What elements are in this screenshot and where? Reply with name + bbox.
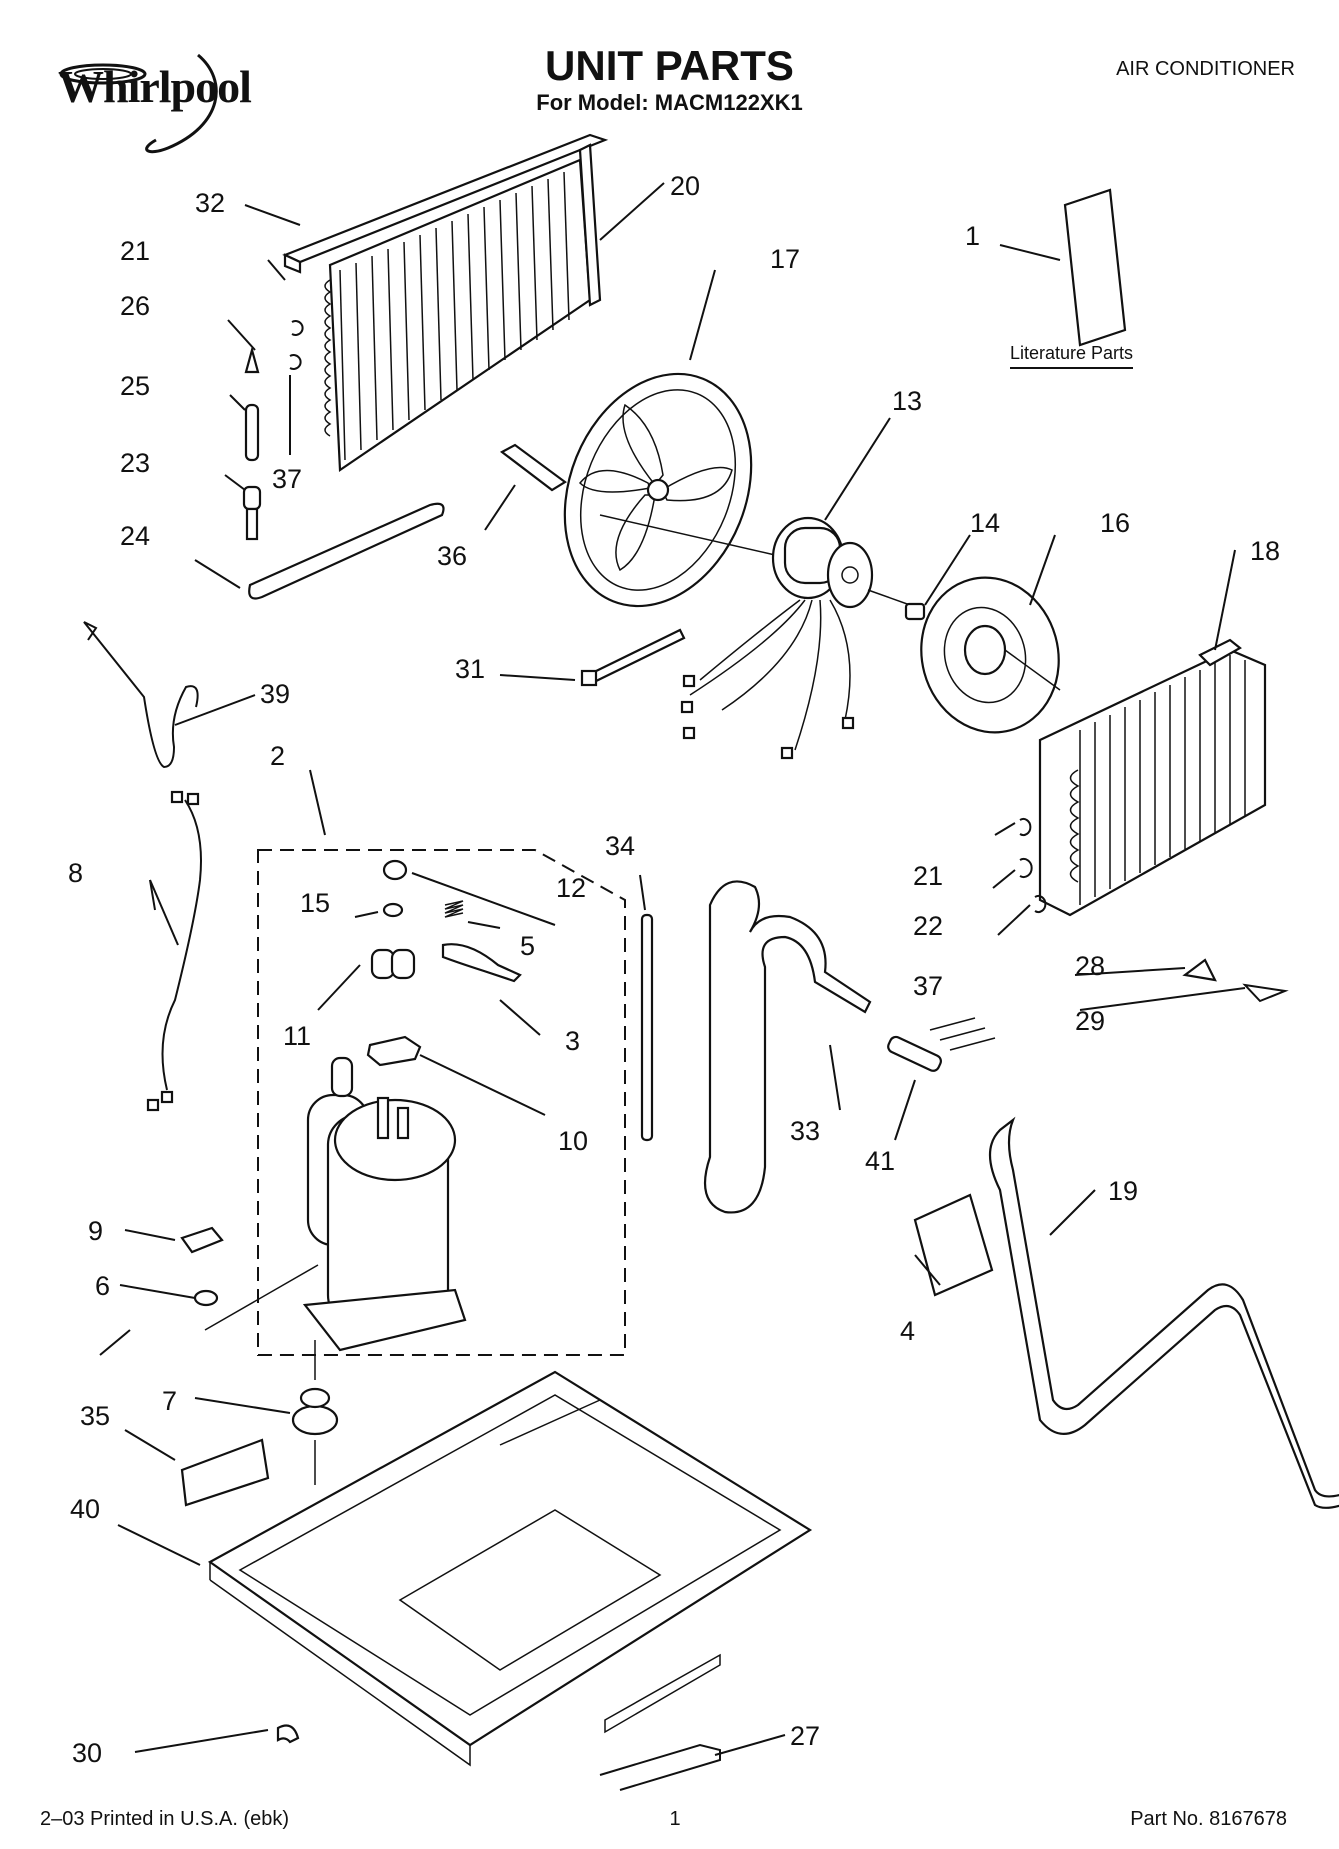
part-13-fan-motor bbox=[599, 514, 911, 760]
part-3-overload bbox=[441, 943, 522, 983]
part-33-tube-assembly bbox=[703, 880, 872, 1214]
callout-labels: 1 2 3 4 5 6 7 8 9 10 11 12 13 14 15 16 1… bbox=[68, 171, 1280, 1768]
part-21-clip bbox=[291, 320, 304, 336]
part-39-wire-bracket bbox=[83, 621, 199, 769]
callout-37-right: 37 bbox=[913, 971, 943, 1001]
part-25-tube bbox=[244, 403, 260, 462]
callout-21: 21 bbox=[120, 236, 150, 266]
part-31-cable-tie bbox=[580, 628, 686, 687]
part-34-tube bbox=[640, 913, 654, 1142]
callout-31: 31 bbox=[455, 654, 485, 684]
callout-37: 37 bbox=[272, 464, 302, 494]
part-36-block bbox=[499, 443, 567, 492]
part-4-filter bbox=[913, 1193, 994, 1297]
callout-9: 9 bbox=[88, 1216, 103, 1246]
part-37-clip bbox=[289, 354, 302, 370]
callout-24: 24 bbox=[120, 521, 150, 551]
callout-41: 41 bbox=[865, 1146, 895, 1176]
callout-16: 16 bbox=[1100, 508, 1130, 538]
part-10-terminal-plate bbox=[366, 1035, 422, 1067]
compressor bbox=[302, 1056, 467, 1352]
callout-23: 23 bbox=[120, 448, 150, 478]
part-17-fan-shroud bbox=[563, 372, 753, 608]
part-23-fitting bbox=[242, 485, 262, 541]
part-27-bracket bbox=[599, 1743, 721, 1791]
callout-19: 19 bbox=[1108, 1176, 1138, 1206]
part-37-clip-right bbox=[1034, 895, 1047, 913]
part-11-protector bbox=[370, 948, 416, 980]
callout-30: 30 bbox=[72, 1738, 102, 1768]
part-2-compressor-group-outline bbox=[257, 849, 626, 1356]
page-number: 1 bbox=[669, 1808, 681, 1830]
model-subtitle: For Model: MACM122XK1 bbox=[536, 90, 803, 115]
callout-34: 34 bbox=[605, 831, 635, 861]
callout-4: 4 bbox=[900, 1316, 915, 1346]
part-7-grommet bbox=[291, 1387, 339, 1436]
part-26-cap bbox=[244, 345, 260, 374]
part-41-fitting bbox=[887, 1017, 996, 1072]
callout-26: 26 bbox=[120, 291, 150, 321]
callout-15: 15 bbox=[300, 888, 330, 918]
print-info: 2–03 Printed in U.S.A. (ebk) bbox=[40, 1808, 290, 1830]
literature-parts-label: Literature Parts bbox=[1010, 343, 1134, 369]
callout-11: 11 bbox=[283, 1021, 311, 1051]
callout-7: 7 bbox=[162, 1386, 177, 1416]
callout-20: 20 bbox=[670, 171, 700, 201]
callout-29: 29 bbox=[1075, 1006, 1105, 1036]
callout-8: 8 bbox=[68, 858, 83, 888]
part-12-grommet bbox=[382, 859, 408, 881]
callout-5: 5 bbox=[520, 931, 535, 961]
callout-21-right: 21 bbox=[913, 861, 943, 891]
part-24-heater-loop bbox=[248, 502, 445, 600]
callout-27: 27 bbox=[790, 1721, 820, 1751]
category-label: AIR CONDITIONER bbox=[1116, 58, 1295, 80]
part-8-harness bbox=[146, 790, 202, 1112]
part-16-blower-wheel bbox=[920, 576, 1061, 734]
callout-6: 6 bbox=[95, 1271, 110, 1301]
callout-25: 25 bbox=[120, 371, 150, 401]
callout-32: 32 bbox=[195, 188, 225, 218]
part-1-literature bbox=[1063, 188, 1127, 347]
logo-swirl-icon bbox=[59, 53, 218, 154]
callout-2: 2 bbox=[270, 741, 285, 771]
callout-35: 35 bbox=[80, 1401, 110, 1431]
whirlpool-logo bbox=[48, 40, 278, 160]
callout-10: 10 bbox=[558, 1126, 588, 1156]
callout-13: 13 bbox=[892, 386, 922, 416]
page-title: UNIT PARTS bbox=[545, 42, 794, 89]
part-number: Part No. 8167678 bbox=[1130, 1808, 1287, 1830]
part-22-clip-right bbox=[1019, 858, 1033, 878]
callout-12: 12 bbox=[556, 873, 586, 903]
part-40-base-pan bbox=[207, 1370, 813, 1767]
part-5-spring bbox=[444, 900, 464, 918]
callout-17: 17 bbox=[770, 244, 800, 274]
part-32-strip bbox=[282, 133, 609, 274]
part-30-clip bbox=[276, 1724, 300, 1744]
part-28-clip bbox=[1182, 958, 1217, 982]
part-18-evaporator-coil bbox=[1038, 638, 1267, 917]
part-35-pad bbox=[180, 1438, 270, 1507]
part-15-washer bbox=[382, 902, 404, 918]
callout-40: 40 bbox=[70, 1494, 100, 1524]
callout-18: 18 bbox=[1250, 536, 1280, 566]
part-14-nut bbox=[904, 602, 926, 621]
part-19-drain-tube bbox=[989, 1116, 1339, 1509]
part-6-washer bbox=[193, 1289, 219, 1307]
part-9-clip bbox=[180, 1226, 224, 1254]
callout-1: 1 bbox=[965, 221, 980, 251]
callout-3: 3 bbox=[565, 1026, 580, 1056]
part-29-screw bbox=[1242, 983, 1289, 1003]
brand-name: Whirlpool bbox=[58, 61, 252, 112]
callout-39: 39 bbox=[260, 679, 290, 709]
callout-28: 28 bbox=[1075, 951, 1105, 981]
callout-22: 22 bbox=[913, 911, 943, 941]
part-20-condenser-coil bbox=[324, 143, 602, 473]
part-21-clip-right bbox=[1019, 818, 1032, 836]
callout-14: 14 bbox=[970, 508, 1000, 538]
callout-leaders bbox=[99, 182, 1246, 1756]
callout-36: 36 bbox=[437, 541, 467, 571]
callout-33: 33 bbox=[790, 1116, 820, 1146]
